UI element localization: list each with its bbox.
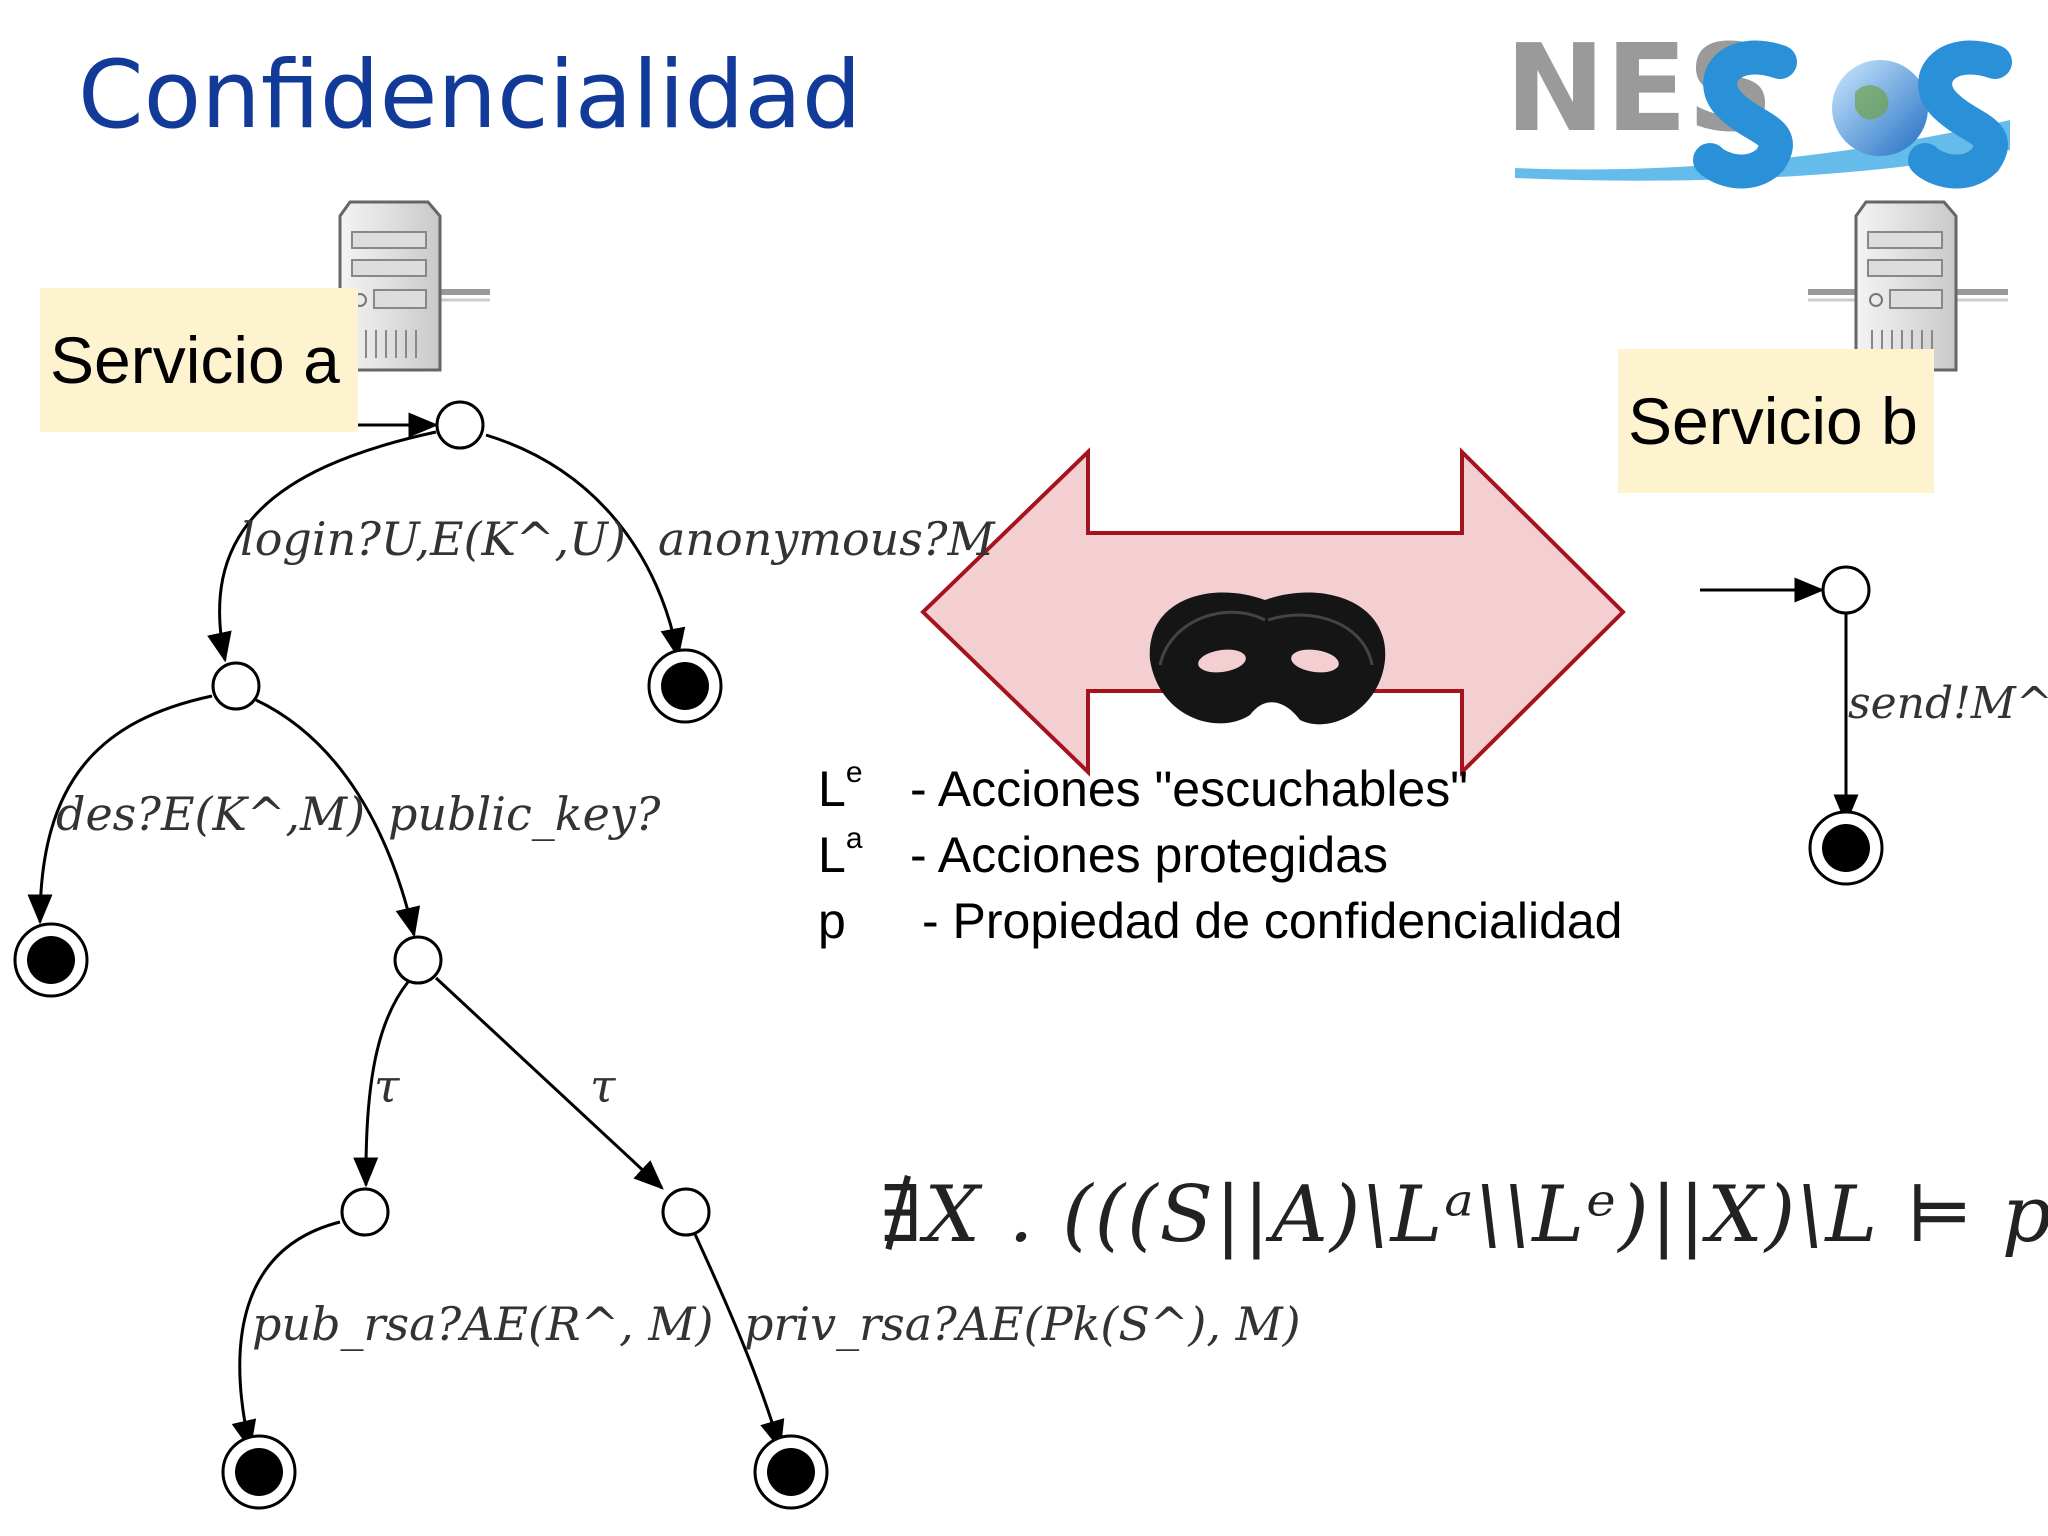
legend-description: - Acciones protegidas (910, 827, 1389, 883)
label-public-key: public_key? (388, 787, 661, 841)
page-title: Confidencialidad (78, 41, 862, 150)
edge-pub-rsa (231, 1220, 341, 1451)
label-pub-rsa: pub_rsa?AE(R^, M) (252, 1297, 713, 1351)
edge-public-key (255, 698, 421, 938)
legend-symbol: L (818, 761, 846, 817)
service-a-label: Servicio a (40, 288, 358, 432)
legend-description: - Propiedad de confidencialidad (922, 893, 1623, 949)
confidentiality-formula: ∄X . (((S||A)\Lᵃ\\Lᵉ)||X)\L ⊨ p (880, 1170, 2048, 1260)
edge-tau-left (353, 981, 410, 1188)
service-b-label: Servicio b (1618, 349, 1934, 493)
edge-des (27, 694, 213, 925)
final-state-b (1808, 810, 1884, 886)
state-a3 (340, 1187, 390, 1237)
final-states-a (13, 648, 829, 1510)
server-a-icon (292, 200, 490, 372)
server-b-icon (1808, 200, 2008, 372)
label-anonymous: anonymous?M (658, 512, 997, 566)
edge-login (207, 430, 437, 663)
state-a4 (661, 1187, 711, 1237)
edge-anonymous (485, 433, 686, 659)
legend-superscript: a (845, 822, 863, 855)
legend-symbol: L (818, 827, 846, 883)
state-a1 (211, 661, 261, 711)
nessos-logo: NES (1505, 20, 2012, 189)
state-a0 (435, 400, 485, 450)
label-des: des?E(K^,M) (56, 787, 365, 841)
label-priv-rsa: priv_rsa?AE(Pk(S^), M) (744, 1297, 1301, 1351)
edge-priv-rsa (692, 1231, 785, 1451)
mask-icon (1149, 592, 1386, 725)
state-a2 (393, 935, 443, 985)
legend-symbol: p (818, 893, 846, 949)
label-tau-right: τ (590, 1059, 617, 1113)
label-tau-left: τ (374, 1059, 401, 1113)
legend-description: - Acciones "escuchables" (910, 761, 1469, 817)
edge-tau-right (434, 976, 664, 1190)
legend-superscript: e (845, 756, 863, 789)
label-login: login?U,E(K^,U) (240, 512, 626, 566)
state-b0 (1821, 565, 1871, 615)
label-send: send!M^ (1848, 678, 2048, 729)
